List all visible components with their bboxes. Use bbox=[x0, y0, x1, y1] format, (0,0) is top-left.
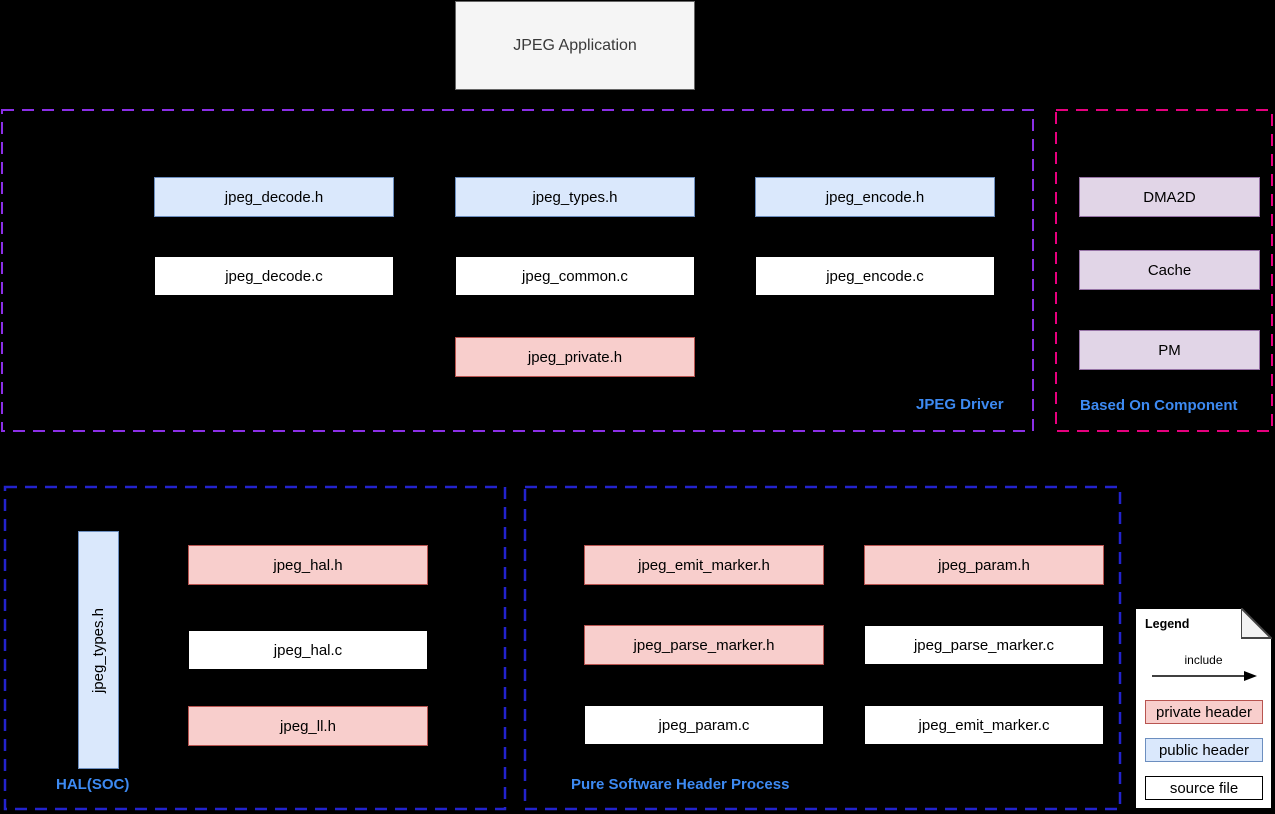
node-jpeg-emit-marker-h: jpeg_emit_marker.h bbox=[584, 545, 824, 585]
label-pure-software-header-process: Pure Software Header Process bbox=[571, 776, 790, 793]
node-jpeg-hal-c: jpeg_hal.c bbox=[188, 630, 428, 670]
node-jpeg-types-h-vertical-label: jpeg_types.h bbox=[90, 607, 108, 693]
label-hal-soc: HAL(SOC) bbox=[56, 776, 130, 793]
legend: Legend include private header public hea… bbox=[1135, 608, 1272, 809]
container-jpeg-driver bbox=[1, 109, 1034, 432]
container-based-on-component bbox=[1055, 109, 1273, 432]
legend-title: Legend bbox=[1145, 617, 1190, 631]
legend-private-header-swatch: private header bbox=[1145, 700, 1263, 724]
node-jpeg-common-c: jpeg_common.c bbox=[455, 256, 695, 296]
node-jpeg-parse-marker-c: jpeg_parse_marker.c bbox=[864, 625, 1104, 665]
node-jpeg-types-h-vertical: jpeg_types.h bbox=[78, 531, 119, 769]
node-jpeg-ll-h: jpeg_ll.h bbox=[188, 706, 428, 746]
label-based-on-component: Based On Component bbox=[1080, 397, 1238, 414]
node-jpeg-hal-h: jpeg_hal.h bbox=[188, 545, 428, 585]
node-jpeg-private-h: jpeg_private.h bbox=[455, 337, 695, 377]
node-jpeg-encode-h: jpeg_encode.h bbox=[755, 177, 995, 217]
node-cache: Cache bbox=[1079, 250, 1260, 290]
node-jpeg-application: JPEG Application bbox=[455, 1, 695, 90]
legend-public-header-swatch: public header bbox=[1145, 738, 1263, 762]
node-jpeg-decode-h: jpeg_decode.h bbox=[154, 177, 394, 217]
node-jpeg-emit-marker-c: jpeg_emit_marker.c bbox=[864, 705, 1104, 745]
legend-include-label: include bbox=[1184, 653, 1223, 667]
node-jpeg-parse-marker-h: jpeg_parse_marker.h bbox=[584, 625, 824, 665]
node-dma2d: DMA2D bbox=[1079, 177, 1260, 217]
legend-fold-corner bbox=[1241, 608, 1272, 639]
container-hal-soc bbox=[3, 485, 507, 811]
label-jpeg-driver: JPEG Driver bbox=[916, 396, 1004, 413]
node-jpeg-decode-c: jpeg_decode.c bbox=[154, 256, 394, 296]
node-jpeg-types-h: jpeg_types.h bbox=[455, 177, 695, 217]
node-jpeg-encode-c: jpeg_encode.c bbox=[755, 256, 995, 296]
legend-source-file-swatch: source file bbox=[1145, 776, 1263, 800]
node-jpeg-param-h: jpeg_param.h bbox=[864, 545, 1104, 585]
include-arrow-icon bbox=[1152, 671, 1257, 681]
node-pm: PM bbox=[1079, 330, 1260, 370]
node-jpeg-param-c: jpeg_param.c bbox=[584, 705, 824, 745]
